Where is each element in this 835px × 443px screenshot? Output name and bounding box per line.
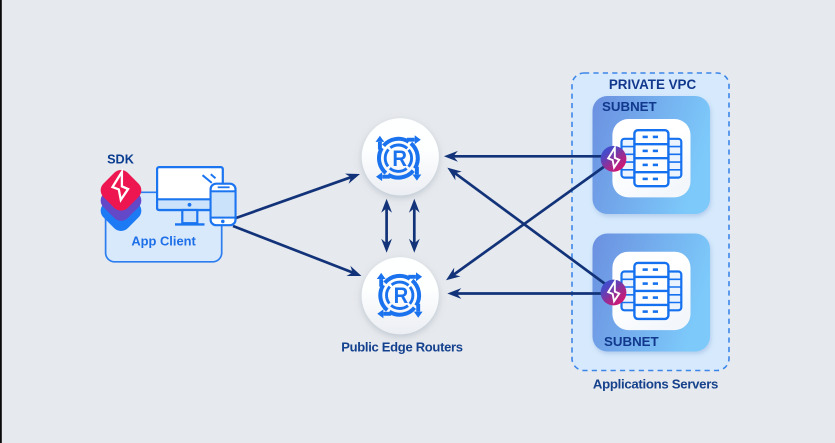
svg-text:SUBNET: SUBNET xyxy=(602,99,657,114)
svg-text:PRIVATE VPC: PRIVATE VPC xyxy=(609,77,697,92)
svg-text:SDK: SDK xyxy=(107,152,135,166)
svg-text:App Client: App Client xyxy=(131,233,196,248)
svg-text:R: R xyxy=(392,146,407,171)
svg-text:SUBNET: SUBNET xyxy=(604,334,659,349)
svg-text:Public Edge Routers: Public Edge Routers xyxy=(341,339,463,354)
svg-text:Applications Servers: Applications Servers xyxy=(593,376,718,391)
svg-text:R: R xyxy=(394,283,409,308)
